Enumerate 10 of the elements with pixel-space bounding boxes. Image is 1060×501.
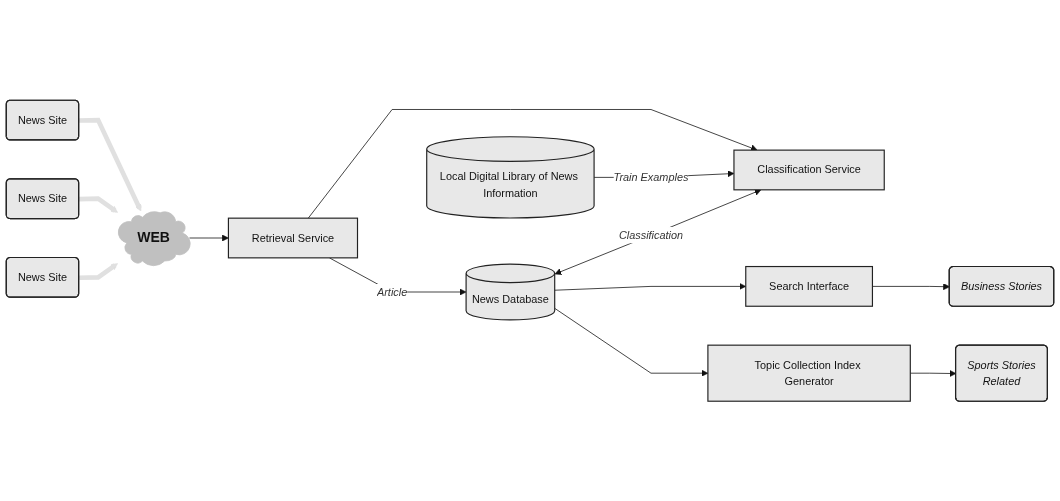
arrow: [79, 117, 142, 212]
node-box: Topic Collection Index Generator: [707, 344, 911, 402]
edge-label: Classification: [618, 228, 684, 241]
arrow: [79, 196, 118, 213]
node-box: Classification Service: [733, 149, 885, 191]
node-box: Retrieval Service: [227, 217, 359, 259]
edge-label: Article: [376, 285, 408, 298]
arrow: [79, 263, 118, 280]
node-box: Search Interface: [745, 265, 874, 307]
edge-label: Train Examples: [613, 170, 689, 183]
